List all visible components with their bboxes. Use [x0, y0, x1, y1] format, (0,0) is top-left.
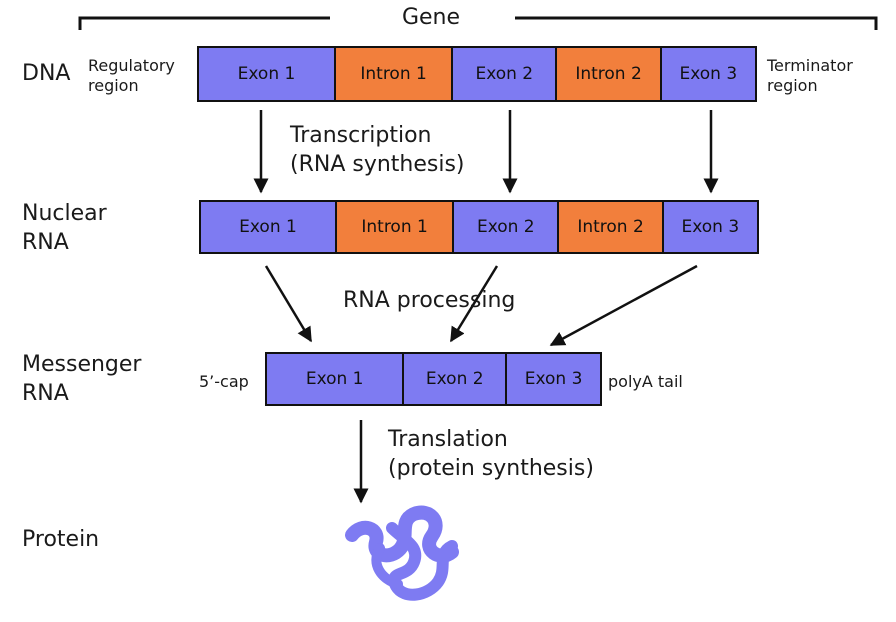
dna-exon-3: Exon 3 — [661, 48, 755, 100]
translation-label: Translation (protein synthesis) — [388, 427, 594, 481]
dna-exon-1: Exon 1 — [199, 48, 337, 100]
dna-row-label: DNA — [22, 61, 71, 86]
nuclear-rna-exon-1: Exon 1 — [201, 202, 338, 252]
processing-arrow-1 — [264, 265, 313, 343]
nuclear-rna-exon-3: Exon 3 — [663, 202, 757, 252]
rna-processing-label: RNA processing — [343, 288, 516, 313]
polya-tail-label: polyA tail — [608, 372, 683, 391]
nuclear-rna-exon-2: Exon 2 — [454, 202, 560, 252]
mrna-exon-3: Exon 3 — [507, 354, 601, 404]
transcription-label: Transcription (RNA synthesis) — [290, 123, 465, 177]
dna-strip: Exon 1 Intron 1 Exon 2 Intron 2 Exon 3 — [197, 46, 757, 102]
gene-bracket-right — [515, 16, 878, 30]
mrna-exon-2: Exon 2 — [404, 354, 508, 404]
nuclear-rna-intron-2: Intron 2 — [559, 202, 664, 252]
nuclear-rna-intron-1: Intron 1 — [337, 202, 455, 252]
protein-icon — [345, 505, 459, 601]
dna-intron-2: Intron 2 — [557, 48, 662, 100]
nuclear-rna-strip: Exon 1 Intron 1 Exon 2 Intron 2 Exon 3 — [199, 200, 759, 254]
processing-arrow-2 — [449, 265, 499, 343]
messenger-rna-row-label: Messenger RNA — [22, 352, 142, 406]
messenger-rna-strip: Exon 1 Exon 2 Exon 3 — [265, 352, 602, 406]
terminator-region-label: Terminator region — [767, 56, 853, 95]
dna-intron-1: Intron 1 — [336, 48, 454, 100]
protein-row-label: Protein — [22, 527, 100, 552]
five-prime-cap-label: 5’-cap — [199, 372, 249, 391]
processing-arrow-3 — [549, 264, 698, 347]
dna-exon-2: Exon 2 — [453, 48, 558, 100]
regulatory-region-label: Regulatory region — [88, 56, 175, 95]
nuclear-rna-row-label: Nuclear RNA — [22, 201, 107, 255]
mrna-exon-1: Exon 1 — [267, 354, 405, 404]
gene-bracket-left — [78, 16, 330, 30]
gene-title: Gene — [401, 5, 461, 30]
